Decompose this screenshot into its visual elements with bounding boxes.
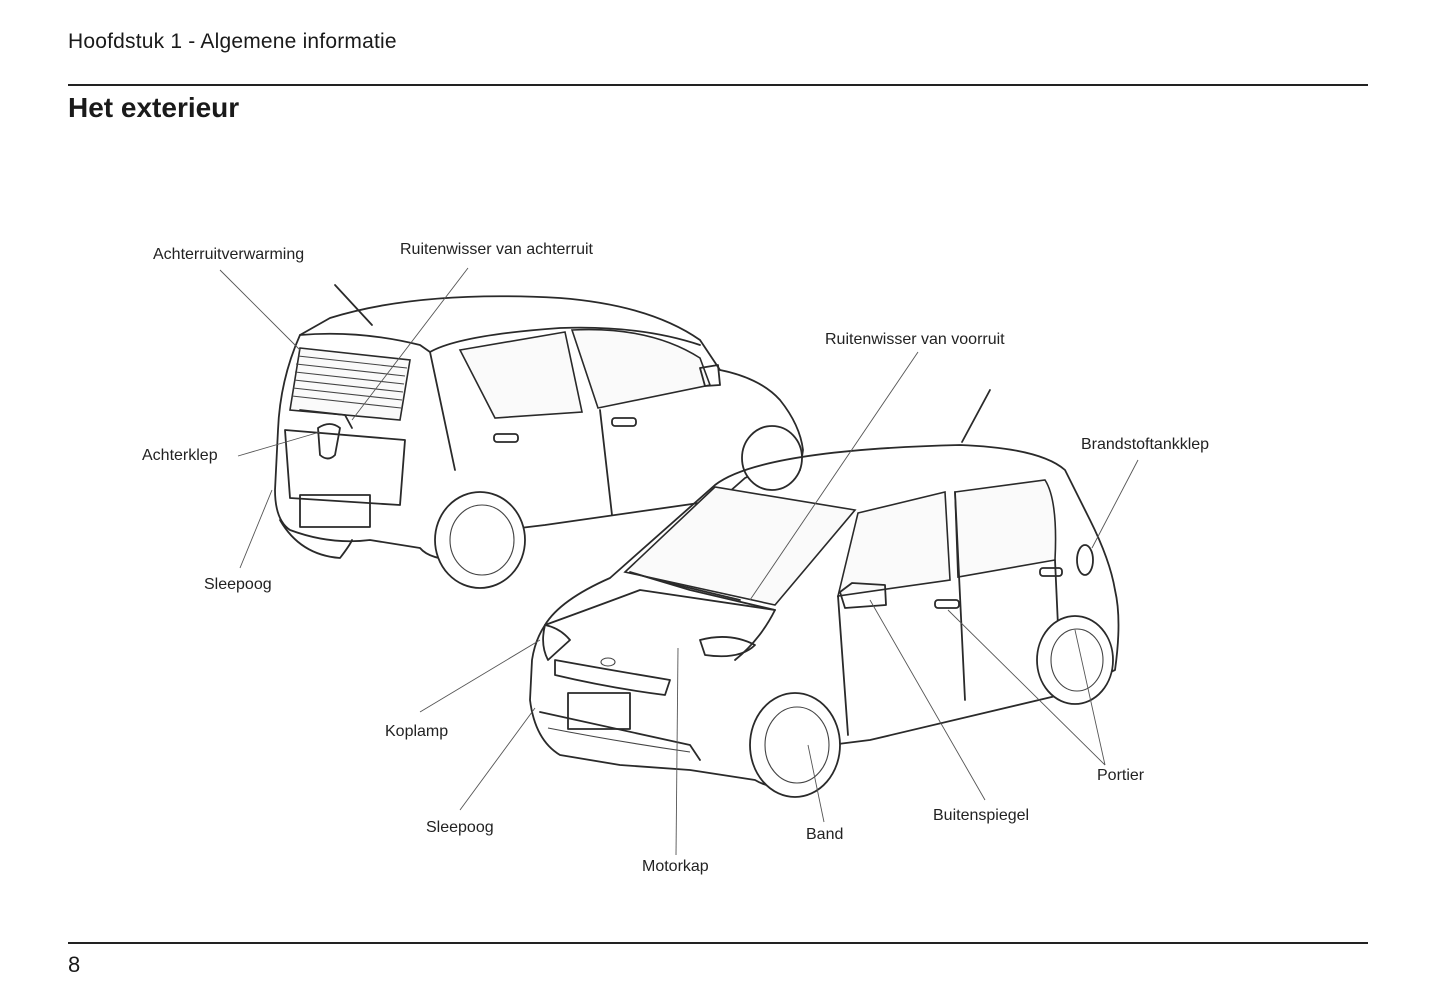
callout-sleepoog-voor: Sleepoog xyxy=(426,819,494,836)
rear-car-drawing xyxy=(274,284,804,589)
callout-ruitenwisser-achterruit: Ruitenwisser van achterruit xyxy=(400,241,593,258)
callout-ruitenwisser-voorruit: Ruitenwisser van voorruit xyxy=(825,331,1005,348)
callout-leader-lines xyxy=(219,267,1139,856)
callout-band: Band xyxy=(806,826,844,843)
section-title: Het exterieur xyxy=(68,92,240,123)
callout-achterruitverwarming: Achterruitverwarming xyxy=(153,246,305,263)
header-divider xyxy=(68,84,1368,86)
page-number: 8 xyxy=(68,952,81,977)
chapter-heading: Hoofdstuk 1 - Algemene informatie xyxy=(68,30,397,53)
callout-achterklep: Achterklep xyxy=(142,447,218,464)
front-car-drawing xyxy=(529,389,1120,798)
callout-brandstoftankklep: Brandstoftankklep xyxy=(1081,436,1210,453)
callout-portier: Portier xyxy=(1097,767,1145,784)
footer-divider xyxy=(68,942,1368,944)
callout-motorkap: Motorkap xyxy=(642,858,709,875)
callout-koplamp: Koplamp xyxy=(385,723,449,740)
callout-buitenspiegel: Buitenspiegel xyxy=(933,807,1030,824)
callout-sleepoog-achter: Sleepoog xyxy=(204,576,272,593)
